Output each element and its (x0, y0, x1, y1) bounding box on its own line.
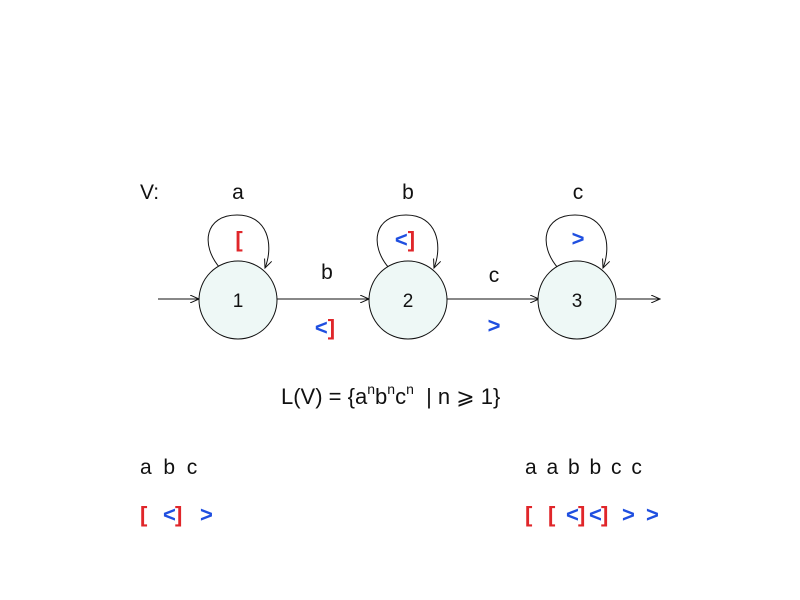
example-marks-2: [ [ < ] < ] > > (525, 502, 659, 527)
mark-open-angle: < (315, 315, 328, 340)
state-3: 3 (537, 260, 617, 340)
mark-close-bracket: ] (328, 315, 335, 340)
mark-close-angle: > (572, 226, 585, 251)
transition-mark-2-3: > (488, 313, 501, 338)
mark-close-bracket: ] (408, 227, 415, 252)
example-marks-1: [ < ] > (140, 502, 213, 527)
mark-open-angle: < (566, 502, 579, 527)
loop-mark-state-3: > (572, 226, 585, 251)
mark-close-angle: > (488, 313, 501, 338)
mark-open-angle: < (163, 502, 176, 527)
mark-close-bracket: ] (578, 502, 585, 527)
transition-symbol-2-3: c (489, 264, 500, 287)
mark-open-bracket: [ (525, 502, 533, 527)
state-1: 1 (198, 260, 278, 340)
mark-close-angle: > (646, 502, 659, 527)
transition-mark-1-2: <] (315, 315, 335, 340)
language-suffix: | n ⩾ 1} (414, 384, 501, 409)
loop-mark-state-1: [ (235, 227, 243, 252)
transition-symbol-1-2: b (321, 261, 333, 284)
state-circle (368, 260, 448, 340)
state-label: 2 (403, 291, 414, 312)
exponent-n: n (367, 381, 375, 397)
state-label: 1 (233, 291, 244, 312)
mark-open-bracket: [ (140, 502, 148, 527)
loop-symbol-state-1: a (232, 181, 244, 204)
exponent-n: n (387, 381, 395, 397)
language-c: c (395, 384, 406, 409)
state-label: 3 (572, 291, 583, 312)
mark-open-angle: < (589, 502, 602, 527)
state-circle (198, 260, 278, 340)
self-loop-state-1 (207, 214, 269, 268)
state-circle (537, 260, 617, 340)
mark-close-bracket: ] (175, 502, 182, 527)
mark-close-angle: > (200, 502, 213, 527)
language-definition: L(V) = {anbncn | n ⩾ 1} (281, 381, 500, 409)
exponent-n: n (406, 381, 414, 397)
mark-open-bracket: [ (235, 227, 243, 252)
loop-symbol-state-2: b (402, 181, 414, 204)
loop-symbol-state-3: c (573, 181, 584, 204)
self-loop-state-2 (376, 214, 438, 268)
mark-open-bracket: [ (548, 502, 556, 527)
language-b: b (375, 384, 387, 409)
example-word-2: a a b b c c (525, 456, 642, 479)
mark-close-angle: > (622, 502, 635, 527)
self-loop-state-3 (545, 214, 607, 268)
mark-close-bracket: ] (601, 502, 608, 527)
example-word-1: a b c (140, 456, 197, 479)
mark-open-angle: < (395, 227, 408, 252)
loop-mark-state-2: <] (395, 227, 415, 252)
language-prefix: L(V) = {a (281, 384, 368, 409)
state-2: 2 (368, 260, 448, 340)
automaton-name: V: (140, 181, 159, 204)
